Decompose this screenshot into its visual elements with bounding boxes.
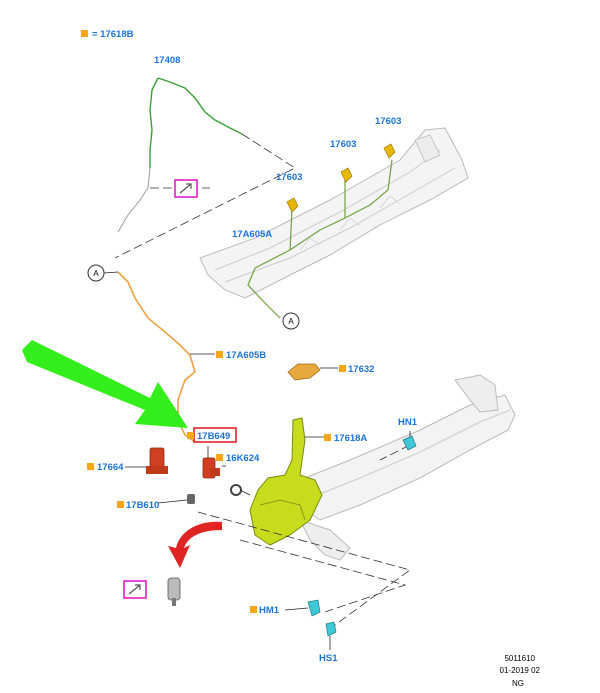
footer-reference: 5011610 01-2019 02 NG bbox=[500, 654, 541, 688]
dash-line bbox=[114, 133, 296, 259]
washer-jet bbox=[286, 197, 299, 213]
magnifier-view-icon bbox=[123, 580, 147, 599]
part-label-17603-b: 17603 bbox=[330, 139, 356, 150]
filler-cap bbox=[287, 363, 321, 381]
figure-code: 5011610 bbox=[504, 654, 535, 663]
washer-pump-rear bbox=[202, 457, 220, 479]
part-label-17A605A: 17A605A bbox=[232, 229, 272, 240]
legend-text: = 17618B bbox=[92, 29, 134, 40]
svg-text:HM1: HM1 bbox=[259, 605, 280, 616]
circle-a-marker: A bbox=[87, 264, 105, 282]
svg-text:17603: 17603 bbox=[330, 139, 356, 150]
bumper-reinforcement bbox=[299, 374, 516, 561]
level-sensor-detail bbox=[167, 577, 181, 606]
washer-jet bbox=[383, 143, 396, 159]
washer-reservoir bbox=[249, 417, 323, 546]
dash-line bbox=[379, 444, 411, 461]
washer-pump bbox=[146, 447, 168, 474]
part-label-HS1: HS1 bbox=[319, 653, 338, 664]
hose-gray-end bbox=[117, 167, 151, 233]
leader bbox=[103, 271, 119, 274]
fastener-hs1 bbox=[325, 621, 337, 637]
svg-text:17A605A: 17A605A bbox=[232, 229, 272, 240]
part-label-17A605B: 17A605B bbox=[216, 350, 266, 361]
figure-date: 01-2019 02 bbox=[500, 666, 541, 675]
grommet bbox=[230, 484, 242, 496]
washer-jet bbox=[340, 167, 353, 183]
magnifier-view-icon bbox=[174, 179, 198, 198]
part-label-17664: 17664 bbox=[87, 462, 124, 473]
fastener-hm1 bbox=[307, 599, 321, 617]
circle-a-marker: A bbox=[282, 312, 300, 330]
figure-region: NG bbox=[512, 679, 524, 688]
leader bbox=[157, 499, 188, 504]
svg-text:17B610: 17B610 bbox=[126, 500, 159, 511]
pointer-arrow-icon bbox=[22, 340, 188, 428]
dash-line bbox=[239, 539, 407, 613]
leader bbox=[284, 607, 309, 611]
svg-text:A: A bbox=[93, 269, 99, 278]
part-label-HN1: HN1 bbox=[398, 417, 418, 428]
svg-text:A: A bbox=[288, 317, 294, 326]
svg-text:17632: 17632 bbox=[348, 364, 374, 375]
legend: = 17618B bbox=[81, 29, 134, 40]
part-label-17B610: 17B610 bbox=[117, 500, 159, 511]
part-label-17408: 17408 bbox=[154, 55, 180, 66]
level-sensor bbox=[187, 494, 195, 504]
svg-text:HS1: HS1 bbox=[319, 653, 338, 664]
part-label-17603-c: 17603 bbox=[375, 116, 401, 127]
dash-line bbox=[197, 511, 411, 626]
washer-jets bbox=[286, 143, 396, 213]
fastener-hn1 bbox=[402, 435, 417, 451]
svg-text:17603: 17603 bbox=[276, 172, 302, 183]
legend-marker bbox=[81, 30, 88, 37]
svg-text:17618A: 17618A bbox=[334, 433, 367, 444]
part-label-17632: 17632 bbox=[339, 364, 374, 375]
svg-text:16K624: 16K624 bbox=[226, 453, 260, 464]
part-label-17B649: 17B649 bbox=[187, 431, 230, 442]
part-label-17603-a: 17603 bbox=[276, 172, 302, 183]
part-label-HM1: HM1 bbox=[250, 605, 280, 616]
svg-text:17664: 17664 bbox=[97, 462, 124, 473]
part-label-16K624: 16K624 bbox=[216, 453, 260, 464]
hose-17408 bbox=[149, 77, 243, 168]
leader bbox=[239, 489, 251, 496]
svg-text:17408: 17408 bbox=[154, 55, 180, 66]
cowl-panel bbox=[199, 127, 469, 299]
part-label-17618A: 17618A bbox=[324, 433, 367, 444]
svg-text:17B649: 17B649 bbox=[197, 431, 230, 442]
svg-text:17603: 17603 bbox=[375, 116, 401, 127]
cowl-hose bbox=[247, 159, 393, 319]
curved-arrow-icon bbox=[168, 521, 222, 568]
svg-text:HN1: HN1 bbox=[398, 417, 418, 428]
svg-text:17A605B: 17A605B bbox=[226, 350, 266, 361]
